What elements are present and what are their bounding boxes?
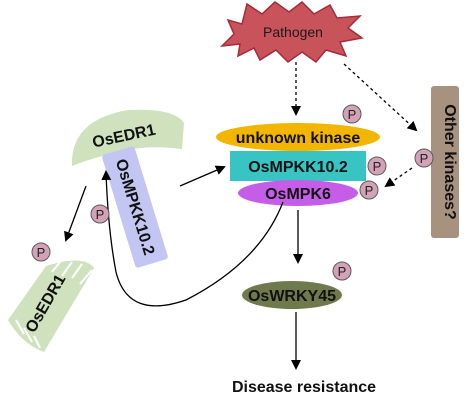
osedr1-top-node: OsEDR1	[71, 109, 184, 166]
osmpkk10-2-node: OsMPKK10.2	[230, 151, 366, 181]
svg-text:P: P	[420, 151, 429, 166]
disease-resistance-label: Disease resistance	[232, 379, 376, 396]
osmpk6-label: OsMPK6	[265, 186, 331, 203]
pathogen-burst-shape	[219, 1, 364, 64]
oswrky45-node: OsWRKY45	[242, 281, 342, 309]
phospho-badge-kinase: P	[342, 104, 362, 124]
osedr1-bottom-node: OsEDR1	[8, 260, 94, 352]
unknown-kinase-node: unknown kinase	[216, 123, 380, 151]
osmpkk10-2-label: OsMPKK10.2	[248, 159, 348, 176]
feedback-curve-osmpk6-to-osedr1	[101, 170, 284, 307]
other-kinases-node: Other kinases?	[431, 86, 459, 238]
phospho-badge-oswrky45: P	[332, 261, 352, 281]
phospho-badge-feedback: P	[90, 204, 110, 224]
unknown-kinase-label: unknown kinase	[236, 130, 361, 147]
arrow-other-kinases-to-osmpk6	[384, 167, 413, 188]
phospho-badge-osedr1-bottom: P	[31, 242, 51, 262]
svg-text:P: P	[373, 159, 382, 174]
pathogen-label: Pathogen	[263, 24, 323, 40]
pathogen-node: Pathogen	[219, 1, 364, 64]
osedr1-bottom-teeth	[15, 261, 93, 349]
osmpkk10-2-bound-shape	[102, 146, 168, 268]
osmpk6-shape	[238, 180, 358, 206]
svg-text:P: P	[365, 183, 374, 198]
osmpkk10-2-shape	[230, 151, 366, 181]
other-kinases-label: Other kinases?	[441, 104, 458, 220]
svg-text:P: P	[348, 107, 357, 122]
osmpkk10-2-bound-node: OsMPKK10.2	[102, 146, 168, 268]
svg-text:P: P	[96, 207, 105, 222]
oswrky45-shape	[242, 281, 342, 309]
arrow-osedr1-to-phospho-osedr1	[64, 185, 87, 242]
phospho-badge-osmpk6: P	[359, 180, 379, 200]
arrow-osedr1-complex-to-cascade	[179, 165, 226, 187]
other-kinases-shape	[431, 86, 459, 238]
oswrky45-label: OsWRKY45	[248, 288, 336, 305]
svg-text:P: P	[37, 245, 46, 260]
osmpk6-node: OsMPK6	[238, 180, 358, 206]
osedr1-top-shape	[71, 109, 184, 166]
osedr1-bottom-shape	[8, 260, 94, 352]
phospho-badge-osmpkk: P	[367, 156, 387, 176]
unknown-kinase-shape	[216, 123, 380, 151]
svg-text:P: P	[338, 264, 347, 279]
phospho-badge-other-kinases: P	[414, 148, 434, 168]
arrow-pathogen-to-other-kinases	[343, 63, 418, 132]
